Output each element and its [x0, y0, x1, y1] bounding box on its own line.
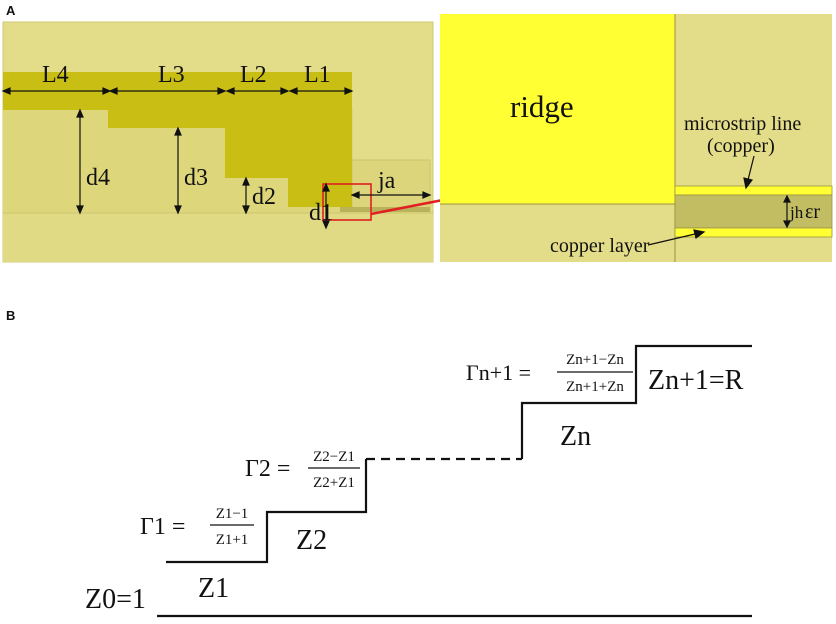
label-L4: L4	[42, 62, 69, 88]
label-ja: ja	[377, 168, 396, 194]
height-dimensions	[76, 108, 330, 230]
jh-dimension	[783, 194, 791, 229]
label-zn: Zn	[560, 421, 591, 452]
label-L2: L2	[240, 62, 267, 88]
copper-layer-pointer	[647, 229, 706, 246]
label-d1: d1	[309, 200, 333, 226]
gamma-2-lhs: Γ2 =	[245, 456, 290, 482]
label-jh: jh	[789, 203, 804, 222]
label-L3: L3	[158, 62, 185, 88]
label-copper-paren: (copper)	[707, 135, 775, 157]
microstrip-pointer	[743, 155, 755, 190]
ja-dimension	[350, 191, 432, 199]
label-microstrip-line: microstrip line	[684, 113, 801, 135]
gamma-2-numerator: Z2−Z1	[313, 449, 355, 465]
label-epsilon-r: εr	[805, 201, 820, 223]
gamma-1-lhs: Γ1 =	[140, 514, 185, 540]
microstrip-copper	[674, 185, 833, 196]
zoom-highlight-box	[322, 183, 372, 221]
gamma-1-formula: Γ1 = Z1−1 Z1+1	[140, 506, 254, 548]
label-copper-layer: copper layer	[550, 235, 650, 257]
label-z1: Z1	[198, 573, 229, 604]
label-d3: d3	[184, 165, 208, 191]
gamma-2-denominator: Z2+Z1	[313, 475, 355, 491]
label-z0: Z0=1	[85, 584, 146, 615]
ridge-geometry-view	[2, 21, 434, 263]
label-d4: d4	[86, 165, 110, 191]
label-d2: d2	[252, 184, 276, 210]
dielectric-substrate	[674, 194, 833, 229]
panel-a-label: A	[6, 3, 16, 18]
label-L1: L1	[304, 62, 331, 88]
gamma-n1-numerator: Zn+1−Zn	[566, 352, 624, 368]
gamma-n1-denominator: Zn+1+Zn	[566, 379, 624, 395]
gamma-n1-lhs: Γn+1 =	[466, 360, 531, 385]
gamma-1-denominator: Z1+1	[216, 532, 249, 548]
zoom-view	[440, 14, 833, 262]
impedance-staircase	[157, 344, 752, 618]
length-dimensions	[1, 87, 354, 95]
ridge-block	[440, 14, 675, 204]
copper-layer	[674, 227, 833, 238]
stepped-ridge	[3, 72, 352, 207]
panel-b-label: B	[6, 308, 15, 323]
gamma-2-formula: Γ2 = Z2−Z1 Z2+Z1	[245, 449, 360, 491]
label-ridge: ridge	[510, 89, 574, 124]
gamma-1-numerator: Z1−1	[216, 506, 249, 522]
label-zn1: Zn+1=R	[648, 365, 744, 396]
gamma-n1-formula: Γn+1 = Zn+1−Zn Zn+1+Zn	[466, 352, 633, 395]
label-z2: Z2	[296, 525, 327, 556]
